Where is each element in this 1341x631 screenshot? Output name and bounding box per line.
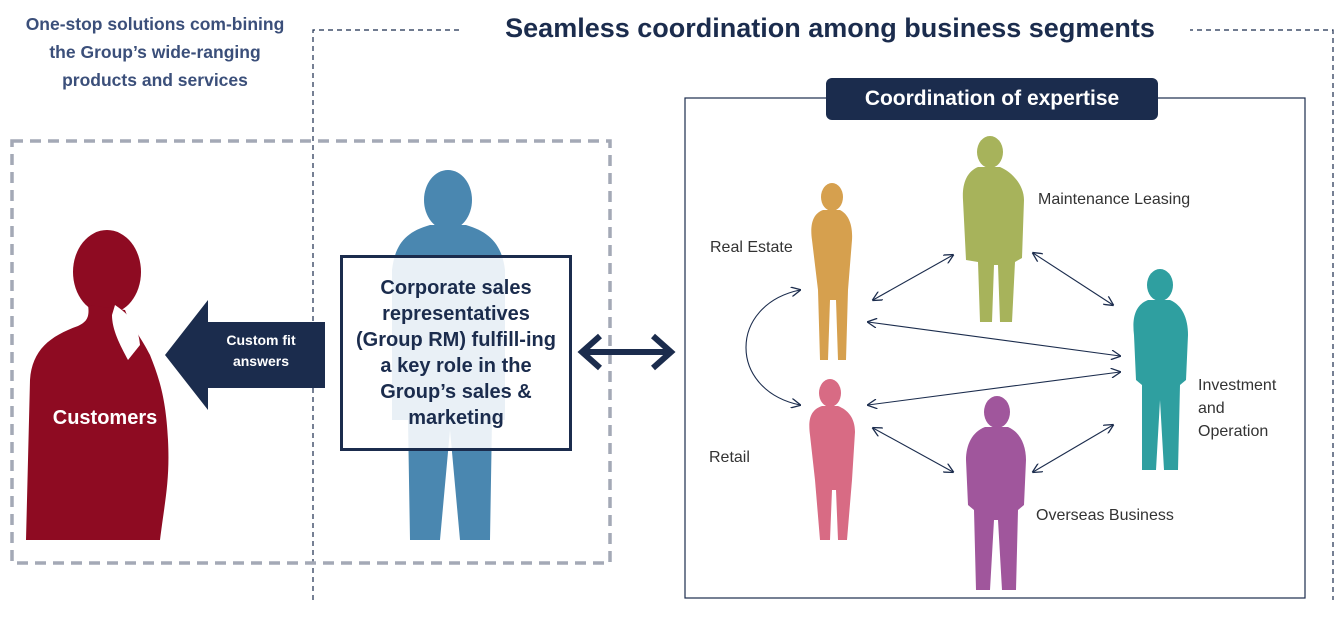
custom-fit-answers-label: Custom fit answers: [226, 332, 296, 369]
connector-real-estate-maintenance: [873, 255, 953, 300]
seamless-region-border: [312, 29, 1334, 600]
real-estate-label: Real Estate: [710, 239, 793, 256]
retail-label: Retail: [709, 449, 750, 466]
overseas-business-person: [966, 396, 1026, 590]
investment-operation-label: Investment and Operation: [1198, 377, 1277, 440]
custom-fit-arrow-shape: [165, 300, 325, 410]
connector-maintenance-investment: [1033, 253, 1113, 305]
customers-label: Customers: [52, 407, 158, 429]
segment-connectors: [745, 253, 1120, 472]
investment-operation-person: [1133, 269, 1188, 470]
maintenance-leasing-label: Maintenance Leasing: [1038, 191, 1191, 208]
one-stop-region-border: [10, 139, 612, 565]
corporate-sales-rep-box: Corporate sales representatives (Group R…: [340, 255, 572, 451]
real-estate-person: [811, 183, 853, 360]
connector-overseas-investment: [1033, 425, 1113, 472]
customer-silhouette: [26, 230, 169, 540]
one-stop-caption: One-stop solutions com-bining the Group’…: [25, 14, 285, 90]
overseas-business-label: Overseas Business: [1036, 507, 1174, 524]
connector-real-estate-investment: [868, 322, 1120, 356]
seamless-coordination-title: Seamless coordination among business seg…: [470, 8, 1190, 48]
connector-retail-investment: [868, 372, 1120, 405]
connector-real-estate-retail: [745, 290, 800, 405]
coordination-of-expertise-label: Coordination of expertise: [826, 78, 1158, 120]
maintenance-leasing-person: [962, 136, 1024, 322]
retail-person: [809, 379, 855, 540]
connector-retail-overseas: [873, 428, 953, 472]
corporate-sales-rep-text: Corporate sales representatives (Group R…: [356, 277, 556, 429]
